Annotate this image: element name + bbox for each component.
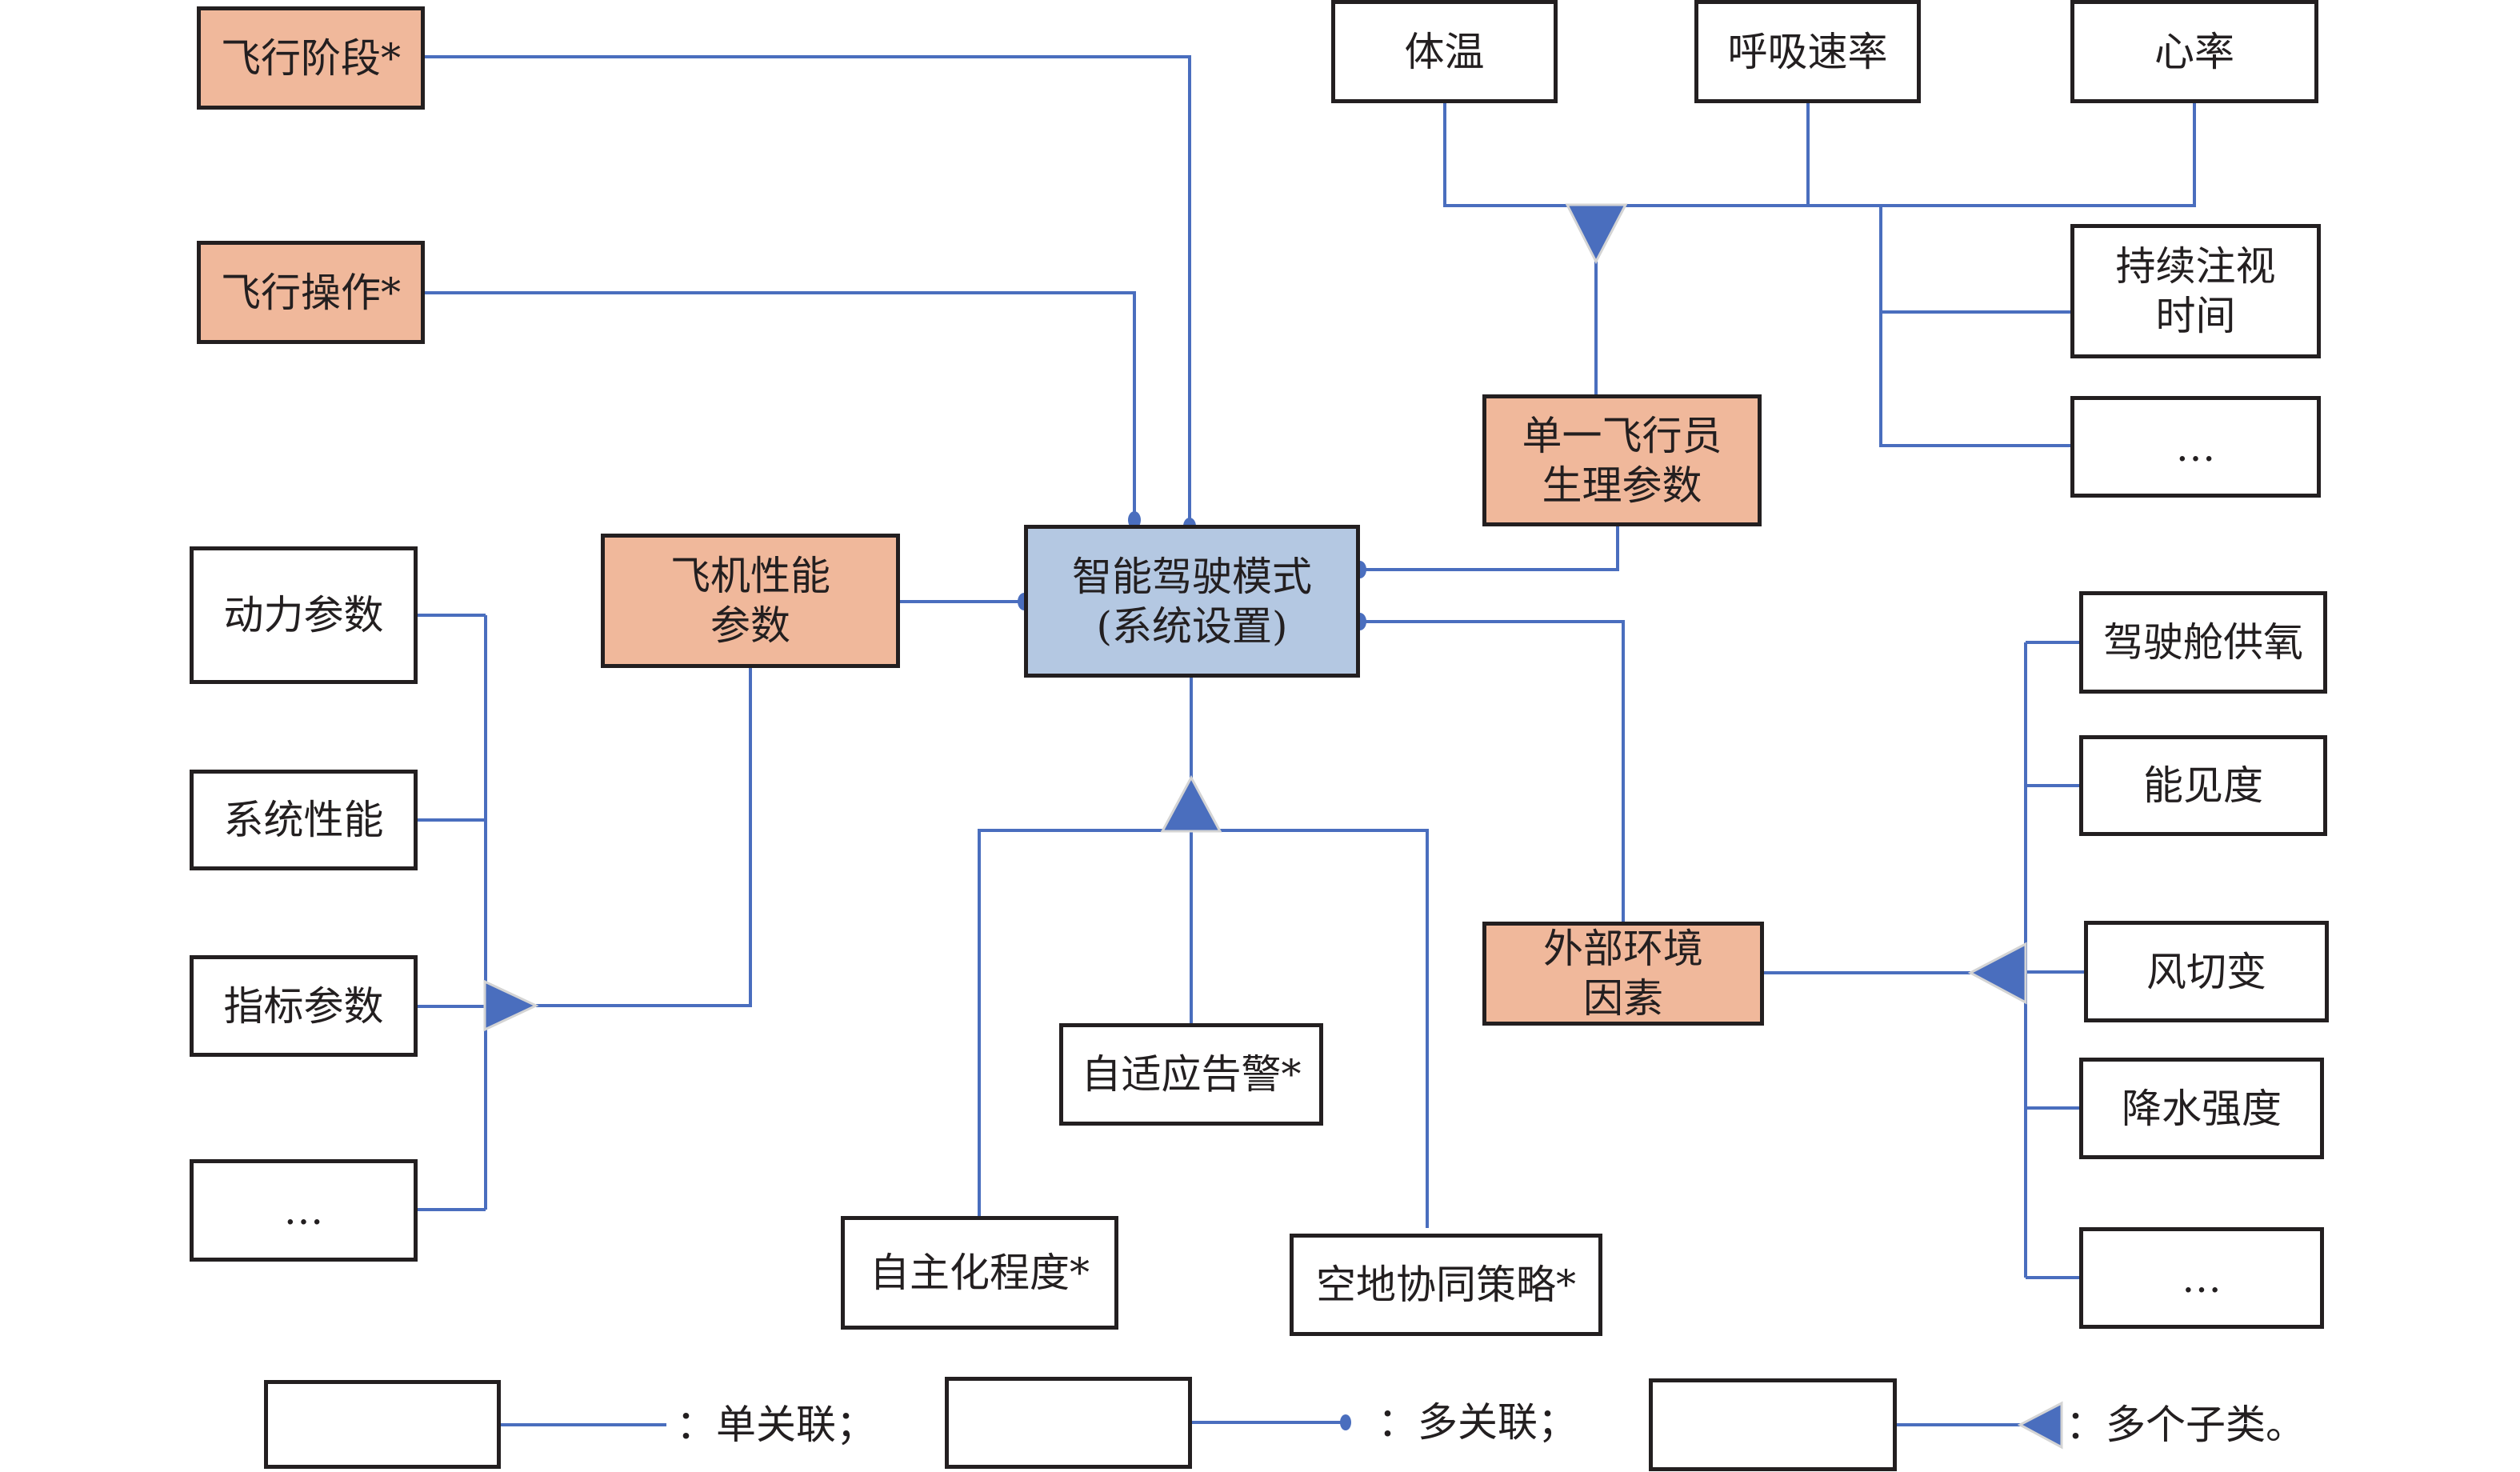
factor-label: 单一飞行员 生理参数 (1522, 412, 1722, 509)
subclass-label: … (283, 1187, 324, 1234)
subclass-triangle-icon (1967, 942, 2027, 1005)
connector-pp-right-bus (1879, 206, 2070, 447)
subclass-label: 能见度 (2143, 762, 2263, 809)
subclass-label: 体温 (1404, 28, 1485, 75)
legend-multi-association-dot (1340, 1414, 1351, 1430)
factor-flight-phase[interactable]: 飞行阶段* (197, 6, 425, 110)
legend-subclasses-text: ：多个子类。 (2066, 1402, 2306, 1448)
subclass-gaze-duration[interactable]: 持续注视 时间 (2070, 224, 2321, 358)
subclass-ap-more[interactable]: … (190, 1159, 418, 1262)
legend-multi-association-text: ：多关联； (1378, 1399, 1578, 1446)
subclass-label: 降水强度 (2122, 1085, 2282, 1132)
subclass-label: 驾驶舱供氧 (2103, 619, 2303, 666)
factor-label: 飞行操作* (221, 269, 401, 316)
connector-pilot-physiology (1360, 526, 1619, 571)
subclass-triangle-icon (1565, 203, 1628, 265)
factor-flight-operation[interactable]: 飞行操作* (197, 241, 425, 344)
legend-box-subclasses (1649, 1378, 1897, 1471)
subclass-breathing-rate[interactable]: 呼吸速率 (1694, 0, 1921, 103)
subclass-label: 动力参数 (223, 592, 384, 638)
subclass-heart-rate[interactable]: 心率 (2070, 0, 2318, 103)
subclass-triangle-icon (1160, 774, 1222, 833)
subclass-power-params[interactable]: 动力参数 (190, 546, 418, 684)
subclass-visibility[interactable]: 能见度 (2079, 735, 2327, 836)
factor-aircraft-performance[interactable]: 飞机性能 参数 (601, 534, 900, 668)
legend-subclass-triangle-icon (2017, 1401, 2063, 1450)
factor-pilot-physiology[interactable]: 单一飞行员 生理参数 (1482, 394, 1762, 526)
subclass-label: 空地协同策略* (1316, 1262, 1576, 1308)
factor-label: 飞行阶段* (221, 34, 401, 82)
connector-flight-operation (425, 291, 1136, 520)
subclass-label: … (2175, 423, 2216, 470)
subclass-system-performance[interactable]: 系统性能 (190, 770, 418, 870)
legend-box-multi-association (945, 1377, 1192, 1469)
subclass-label: 持续注视 时间 (2115, 243, 2276, 339)
subclass-index-params[interactable]: 指标参数 (190, 955, 418, 1057)
core-intelligent-driving-mode[interactable]: 智能驾驶模式 (系统设置) (1024, 525, 1360, 678)
legend-single-association-text: ：单关联； (676, 1402, 876, 1448)
subclass-label: 风切变 (2146, 948, 2266, 995)
subclass-label: 指标参数 (223, 982, 384, 1030)
subclass-label: 系统性能 (223, 797, 384, 843)
subclass-air-ground-strategy[interactable]: 空地协同策略* (1290, 1234, 1602, 1336)
factor-label: 外部环境 因素 (1543, 926, 1703, 1022)
subclass-label: 自适应告警* (1081, 1051, 1302, 1098)
core-label: 智能驾驶模式 (系统设置) (1072, 553, 1312, 650)
subclass-cockpit-oxygen[interactable]: 驾驶舱供氧 (2079, 591, 2327, 694)
legend-box-single-association (264, 1380, 501, 1469)
subclass-adaptive-alert[interactable]: 自适应告警* (1059, 1023, 1323, 1126)
subclass-triangle-icon (483, 979, 539, 1032)
subclass-autonomy-level[interactable]: 自主化程度* (841, 1216, 1118, 1330)
connector-external-environment (1360, 620, 1625, 922)
subclass-label: … (2182, 1254, 2222, 1302)
subclass-label: 呼吸速率 (1727, 28, 1888, 75)
connector-aircraft-performance-stem (536, 668, 752, 1007)
subclass-pp-more[interactable]: … (2070, 396, 2321, 498)
subclass-label: 心率 (2154, 28, 2234, 75)
subclass-body-temperature[interactable]: 体温 (1331, 0, 1558, 103)
factor-label: 飞机性能 参数 (670, 553, 830, 649)
factor-external-environment[interactable]: 外部环境 因素 (1482, 922, 1764, 1026)
subclass-precipitation[interactable]: 降水强度 (2079, 1058, 2324, 1159)
connector-flight-phase (425, 55, 1191, 525)
subclass-label: 自主化程度* (870, 1250, 1090, 1296)
multi-association-dot (1128, 511, 1141, 529)
subclass-ee-more[interactable]: … (2079, 1227, 2324, 1329)
connector-pp-bus (1443, 103, 2196, 207)
subclass-wind-shear[interactable]: 风切变 (2084, 921, 2329, 1022)
